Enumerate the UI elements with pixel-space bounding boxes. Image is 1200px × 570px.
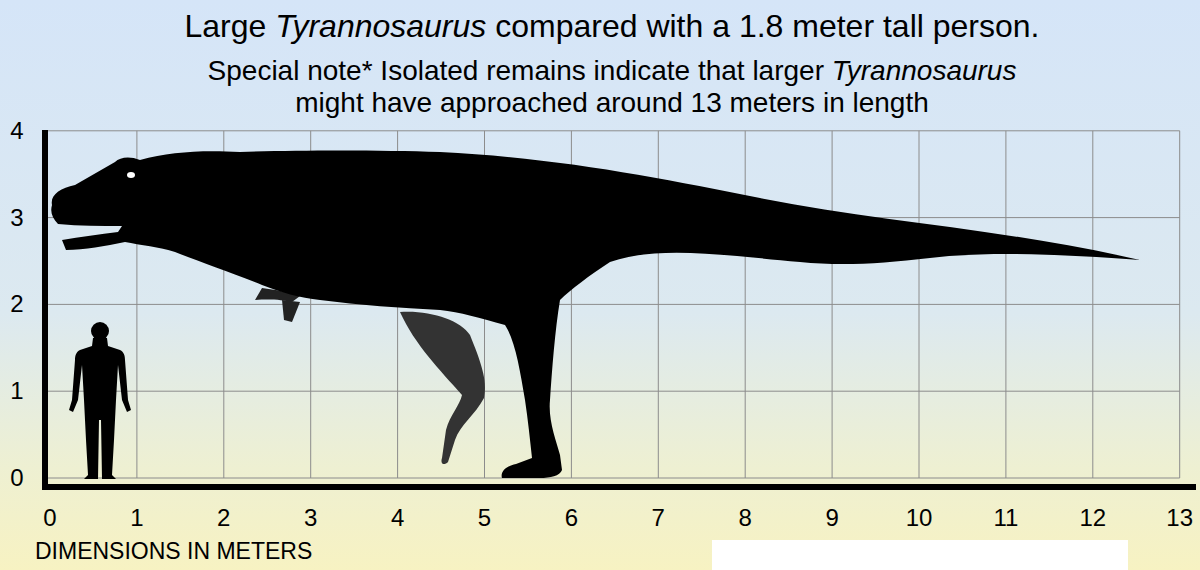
axis-title: DIMENSIONS IN METERS [35, 538, 312, 564]
word: larger [752, 55, 831, 86]
x-tick-label: 9 [825, 504, 838, 532]
word: indicate [594, 55, 698, 86]
word: approached [440, 87, 596, 118]
word: person. [933, 8, 1040, 44]
word: around [596, 87, 691, 118]
word: 1.8 [739, 8, 792, 44]
word: Large [185, 8, 276, 44]
word: might [295, 87, 371, 118]
x-tick-label: 0 [43, 504, 56, 532]
x-tick-label: 10 [906, 504, 933, 532]
x-axis [42, 484, 1196, 490]
x-tick-label: 4 [391, 504, 404, 532]
word: compared [495, 8, 646, 44]
tyrannosaurus-silhouette [51, 151, 1140, 479]
dinosaur-back-leg [400, 312, 485, 464]
y-tick-label: 4 [10, 117, 23, 145]
word: with [646, 8, 712, 44]
y-tick-label: 1 [10, 377, 23, 405]
word: Isolated [380, 55, 486, 86]
grid [45, 131, 1180, 478]
y-tick-label: 2 [10, 291, 23, 319]
y-tick-label: 3 [10, 204, 23, 232]
grid-line [45, 478, 1180, 479]
word: meter [792, 8, 883, 44]
y-axis [42, 130, 48, 490]
word: Special [208, 55, 308, 86]
person-head [91, 322, 109, 340]
dinosaur-arm [282, 300, 300, 322]
x-tick-label: 1 [130, 504, 143, 532]
x-tick-label: 11 [993, 504, 1018, 532]
x-tick-label: 5 [478, 504, 491, 532]
word: remains [486, 55, 593, 86]
word: note* [307, 55, 380, 86]
dinosaur-eye [127, 172, 135, 178]
word: meters [730, 87, 823, 118]
word: Tyrannosaurus [832, 55, 1017, 86]
title: Large Tyrannosaurus compared with a 1.8 … [185, 8, 1040, 45]
x-tick-label: 7 [652, 504, 665, 532]
word: that [698, 55, 752, 86]
white-patch [712, 540, 1128, 570]
x-tick-label: 3 [304, 504, 317, 532]
person-silhouette [69, 338, 131, 479]
special-note: Special note* Isolated remains indicate … [208, 55, 1017, 119]
grid-line [45, 391, 1180, 392]
grid-line [45, 130, 1180, 131]
grid-line [45, 304, 1180, 305]
x-tick-label: 6 [565, 504, 578, 532]
x-tick-label: 12 [1079, 504, 1106, 532]
word: have [371, 87, 440, 118]
word: Tyrannosaurus [275, 8, 495, 44]
word: a [712, 8, 739, 44]
y-tick-label: 0 [10, 464, 23, 492]
x-tick-label: 2 [217, 504, 230, 532]
word: 13 [691, 87, 730, 118]
x-tick-label: 13 [1166, 504, 1193, 532]
word: tall [883, 8, 933, 44]
x-tick-label: 8 [739, 504, 752, 532]
word: length [852, 87, 928, 118]
word: in [823, 87, 853, 118]
